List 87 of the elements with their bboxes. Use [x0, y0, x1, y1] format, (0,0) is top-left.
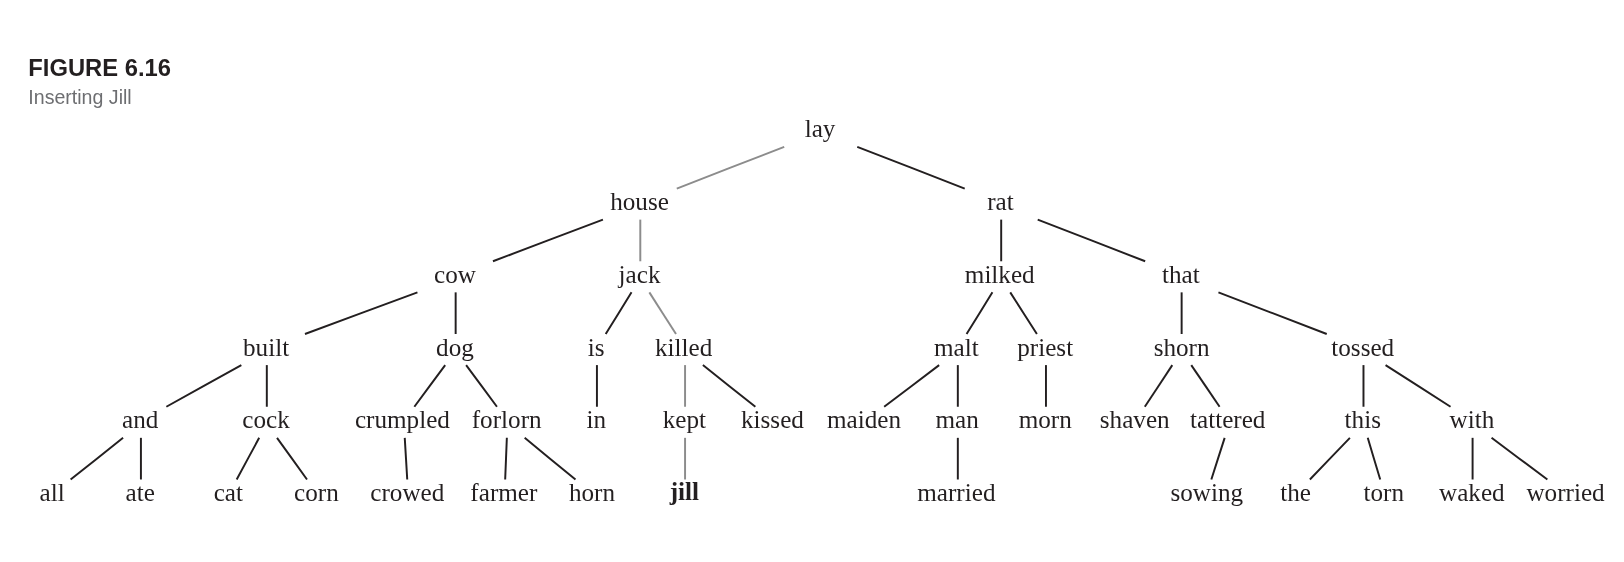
node-text: kept: [662, 406, 706, 434]
connector: [465, 364, 498, 408]
node-text: crowed: [370, 479, 445, 507]
node-text: shorn: [1153, 333, 1210, 361]
connector: [1362, 364, 1365, 408]
node-text: torn: [1363, 479, 1405, 507]
connector: [1190, 364, 1221, 408]
connector: [1036, 218, 1147, 263]
caption: Inserting Jill: [28, 85, 132, 108]
node-text: cow: [433, 260, 476, 288]
connector: [235, 436, 261, 481]
connector: [1490, 436, 1549, 481]
node-text: man: [935, 406, 979, 434]
connector: [1366, 436, 1382, 481]
connector: [1210, 436, 1226, 481]
node-text: waked: [1439, 479, 1505, 507]
connector: [956, 436, 959, 481]
node-text: morn: [1018, 406, 1072, 434]
connector: [1471, 436, 1474, 481]
node-text: forlorn: [471, 406, 542, 434]
node-text: is: [587, 333, 605, 361]
connector: [883, 364, 941, 408]
connector: [454, 291, 457, 335]
node-text: ate: [125, 479, 155, 507]
connector: [639, 218, 642, 263]
node-text: jack: [618, 260, 661, 288]
connector: [684, 364, 687, 408]
connector: [265, 364, 268, 408]
node-text: tossed: [1331, 333, 1395, 361]
node-text: horn: [568, 479, 616, 507]
connector: [604, 291, 633, 335]
node-text: killed: [654, 333, 713, 361]
node-text: maiden: [827, 406, 902, 434]
node-text: with: [1449, 406, 1495, 434]
node-text: all: [39, 479, 65, 507]
connector: [1217, 291, 1328, 335]
node-text: shaven: [1099, 406, 1170, 434]
node-text: farmer: [470, 479, 538, 507]
connector: [504, 436, 508, 481]
connector: [1180, 291, 1183, 335]
node-text: dog: [436, 333, 474, 361]
connector: [276, 436, 308, 481]
node-text: that: [1162, 260, 1200, 288]
connector: [648, 291, 677, 335]
node-text: malt: [934, 333, 979, 361]
connector: [165, 364, 243, 408]
connector: [956, 364, 959, 408]
connector: [69, 436, 125, 481]
node-text: in: [586, 406, 607, 434]
node-text: house: [610, 188, 669, 216]
connector: [1308, 436, 1351, 481]
node-text: cat: [213, 479, 243, 507]
connector: [965, 291, 994, 335]
node-text: worried: [1526, 479, 1605, 507]
node-text: priest: [1017, 333, 1074, 361]
connector: [1009, 291, 1038, 335]
connector: [1384, 364, 1452, 408]
connector: [701, 364, 757, 408]
connector: [413, 364, 447, 408]
connector: [1000, 218, 1003, 263]
node-text: lay: [804, 115, 836, 143]
node-text: this: [1344, 406, 1381, 434]
connector: [675, 145, 786, 190]
node-text: cock: [242, 406, 290, 434]
node-text: married: [917, 479, 996, 507]
node-text: jill: [669, 477, 700, 505]
node-text: sowing: [1170, 479, 1244, 507]
node-text: built: [243, 333, 290, 361]
node-text: milked: [964, 260, 1035, 288]
connector: [139, 436, 142, 481]
node-text: crumpled: [354, 406, 450, 434]
connector: [684, 436, 687, 481]
connector: [1044, 364, 1047, 408]
connector: [304, 291, 419, 335]
node-text: the: [1280, 479, 1311, 507]
diagram-title: FIGURE 6.16: [28, 54, 171, 82]
node-text: corn: [294, 479, 339, 507]
connector: [403, 436, 409, 481]
connector: [856, 145, 966, 190]
node-text: kissed: [741, 406, 804, 434]
node-text: and: [122, 406, 159, 434]
connector: [491, 218, 604, 263]
node-text: tattered: [1190, 406, 1266, 434]
connector: [523, 436, 577, 481]
node-text: rat: [987, 188, 1014, 216]
connector: [1143, 364, 1174, 408]
connector: [595, 364, 598, 408]
